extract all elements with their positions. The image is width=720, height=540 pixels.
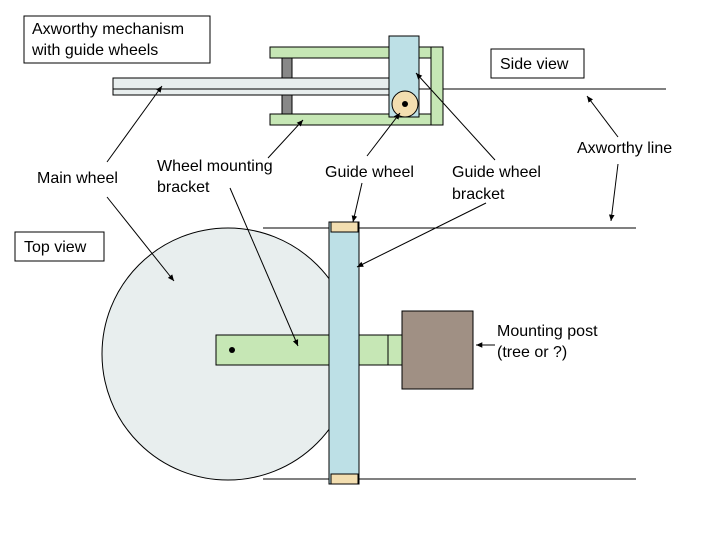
mounting-post-label-line1: Mounting post [497, 323, 598, 340]
arrow-axworthy-side [586, 95, 619, 138]
guide-wheel-label: Guide wheel [325, 164, 414, 181]
guide-wheel-axle [402, 101, 408, 107]
title-line2: with guide wheels [31, 42, 158, 59]
side-view: Side view [112, 35, 666, 126]
axworthy-line-label: Axworthy line [577, 140, 672, 157]
wheel-mounting-bracket-top [215, 334, 403, 366]
arrow-main-wheel-side [106, 85, 163, 163]
guide-bracket-label-line2: bracket [452, 186, 505, 203]
arrow-axworthy-top [608, 163, 619, 222]
title-box: Axworthy mechanism with guide wheels [23, 15, 211, 64]
arrow-guide-wheel-top [351, 182, 363, 223]
mounting-post-label-line2: (tree or ?) [497, 344, 567, 361]
arrow-bracket-side [267, 119, 304, 159]
wheel-mounting-label-line1: Wheel mounting [157, 158, 273, 175]
title-line1: Axworthy mechanism [32, 21, 184, 38]
guide-wheel-top-upper [330, 221, 359, 233]
top-view: Top view [14, 221, 636, 485]
wheel-mounting-label-line2: bracket [157, 179, 210, 196]
leader-arrows [106, 72, 619, 348]
spacer-top [281, 57, 293, 79]
wheel-axle-top [229, 347, 235, 353]
arrow-guide-bracket-side [415, 72, 496, 161]
spacer-bottom [281, 94, 293, 115]
arrow-guide-bracket-top [356, 202, 487, 268]
arrow-main-wheel-top [106, 196, 175, 282]
guide-wheel-bracket-top [328, 221, 360, 485]
mounting-post [401, 310, 474, 390]
bracket-vertical-side [430, 46, 444, 126]
main-wheel-label: Main wheel [37, 170, 118, 187]
side-view-label: Side view [500, 56, 569, 73]
top-view-label: Top view [24, 239, 87, 256]
guide-bracket-label-line1: Guide wheel [452, 164, 541, 181]
main-wheel-side [112, 77, 399, 96]
arrow-guide-wheel-side [366, 112, 401, 157]
guide-wheel-top-lower [330, 473, 359, 485]
arrow-bracket-top [229, 187, 299, 347]
